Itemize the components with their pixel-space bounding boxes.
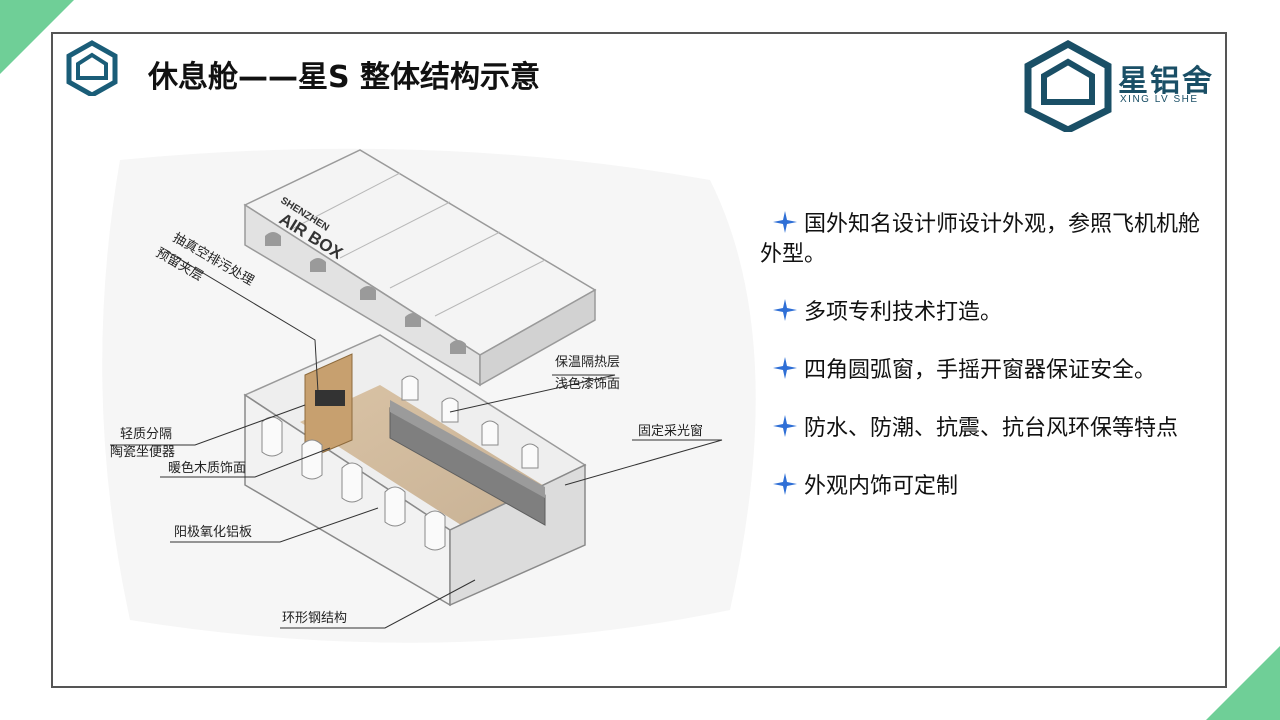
cabin-body <box>243 334 587 607</box>
callout-panel: 阳极氧化铝板 <box>174 525 252 540</box>
brand-logo <box>1024 40 1112 132</box>
callout-toilet: 陶瓷坐便器 <box>110 444 175 460</box>
callout-window: 固定采光窗 <box>638 423 703 439</box>
star-bullet-icon <box>773 415 797 437</box>
callout-partition: 轻质分隔 <box>120 427 172 442</box>
callout-wood: 暖色木质饰面 <box>168 460 246 476</box>
page-title: 休息舱——星S 整体结构示意 <box>148 60 541 95</box>
feature-text: 多项专利技术打造。 <box>804 300 1003 325</box>
star-bullet-icon <box>773 211 797 233</box>
feature-item: 防水、防潮、抗震、抗台风环保等特点 <box>760 414 1200 444</box>
roof-shell <box>243 149 597 387</box>
star-bullet-icon <box>773 299 797 321</box>
feature-item: 外观内饰可定制 <box>760 472 1200 502</box>
feature-item: 国外知名设计师设计外观，参照飞机机舱外型。 <box>760 210 1200 270</box>
feature-text: 防水、防潮、抗震、抗台风环保等特点 <box>804 416 1179 441</box>
callout-paint: 浅色漆饰面 <box>555 376 620 392</box>
logo-english-name: XING LV SHE <box>1120 94 1199 105</box>
feature-text: 四角圆弧窗，手摇开窗器保证安全。 <box>804 358 1157 383</box>
callout-steel: 环形钢结构 <box>282 611 347 626</box>
star-bullet-icon <box>773 473 797 495</box>
feature-item: 多项专利技术打造。 <box>760 298 1200 328</box>
logo-chinese-name: 星铝舍 <box>1118 64 1214 99</box>
feature-list: 国外知名设计师设计外观，参照飞机机舱外型。 多项专利技术打造。 四角圆弧窗，手摇… <box>760 210 1200 530</box>
feature-item: 四角圆弧窗，手摇开窗器保证安全。 <box>760 356 1200 386</box>
feature-text: 国外知名设计师设计外观，参照飞机机舱外型。 <box>760 212 1201 267</box>
cabin-structure-diagram: SHENZHEN AIR BOX 抽真空排污处理 预留夹层 保温隔热层 浅色漆饰… <box>102 148 756 643</box>
house-hexagon-icon <box>66 40 118 96</box>
feature-text: 外观内饰可定制 <box>804 474 959 499</box>
callout-insulation: 保温隔热层 <box>555 355 620 370</box>
star-bullet-icon <box>773 357 797 379</box>
